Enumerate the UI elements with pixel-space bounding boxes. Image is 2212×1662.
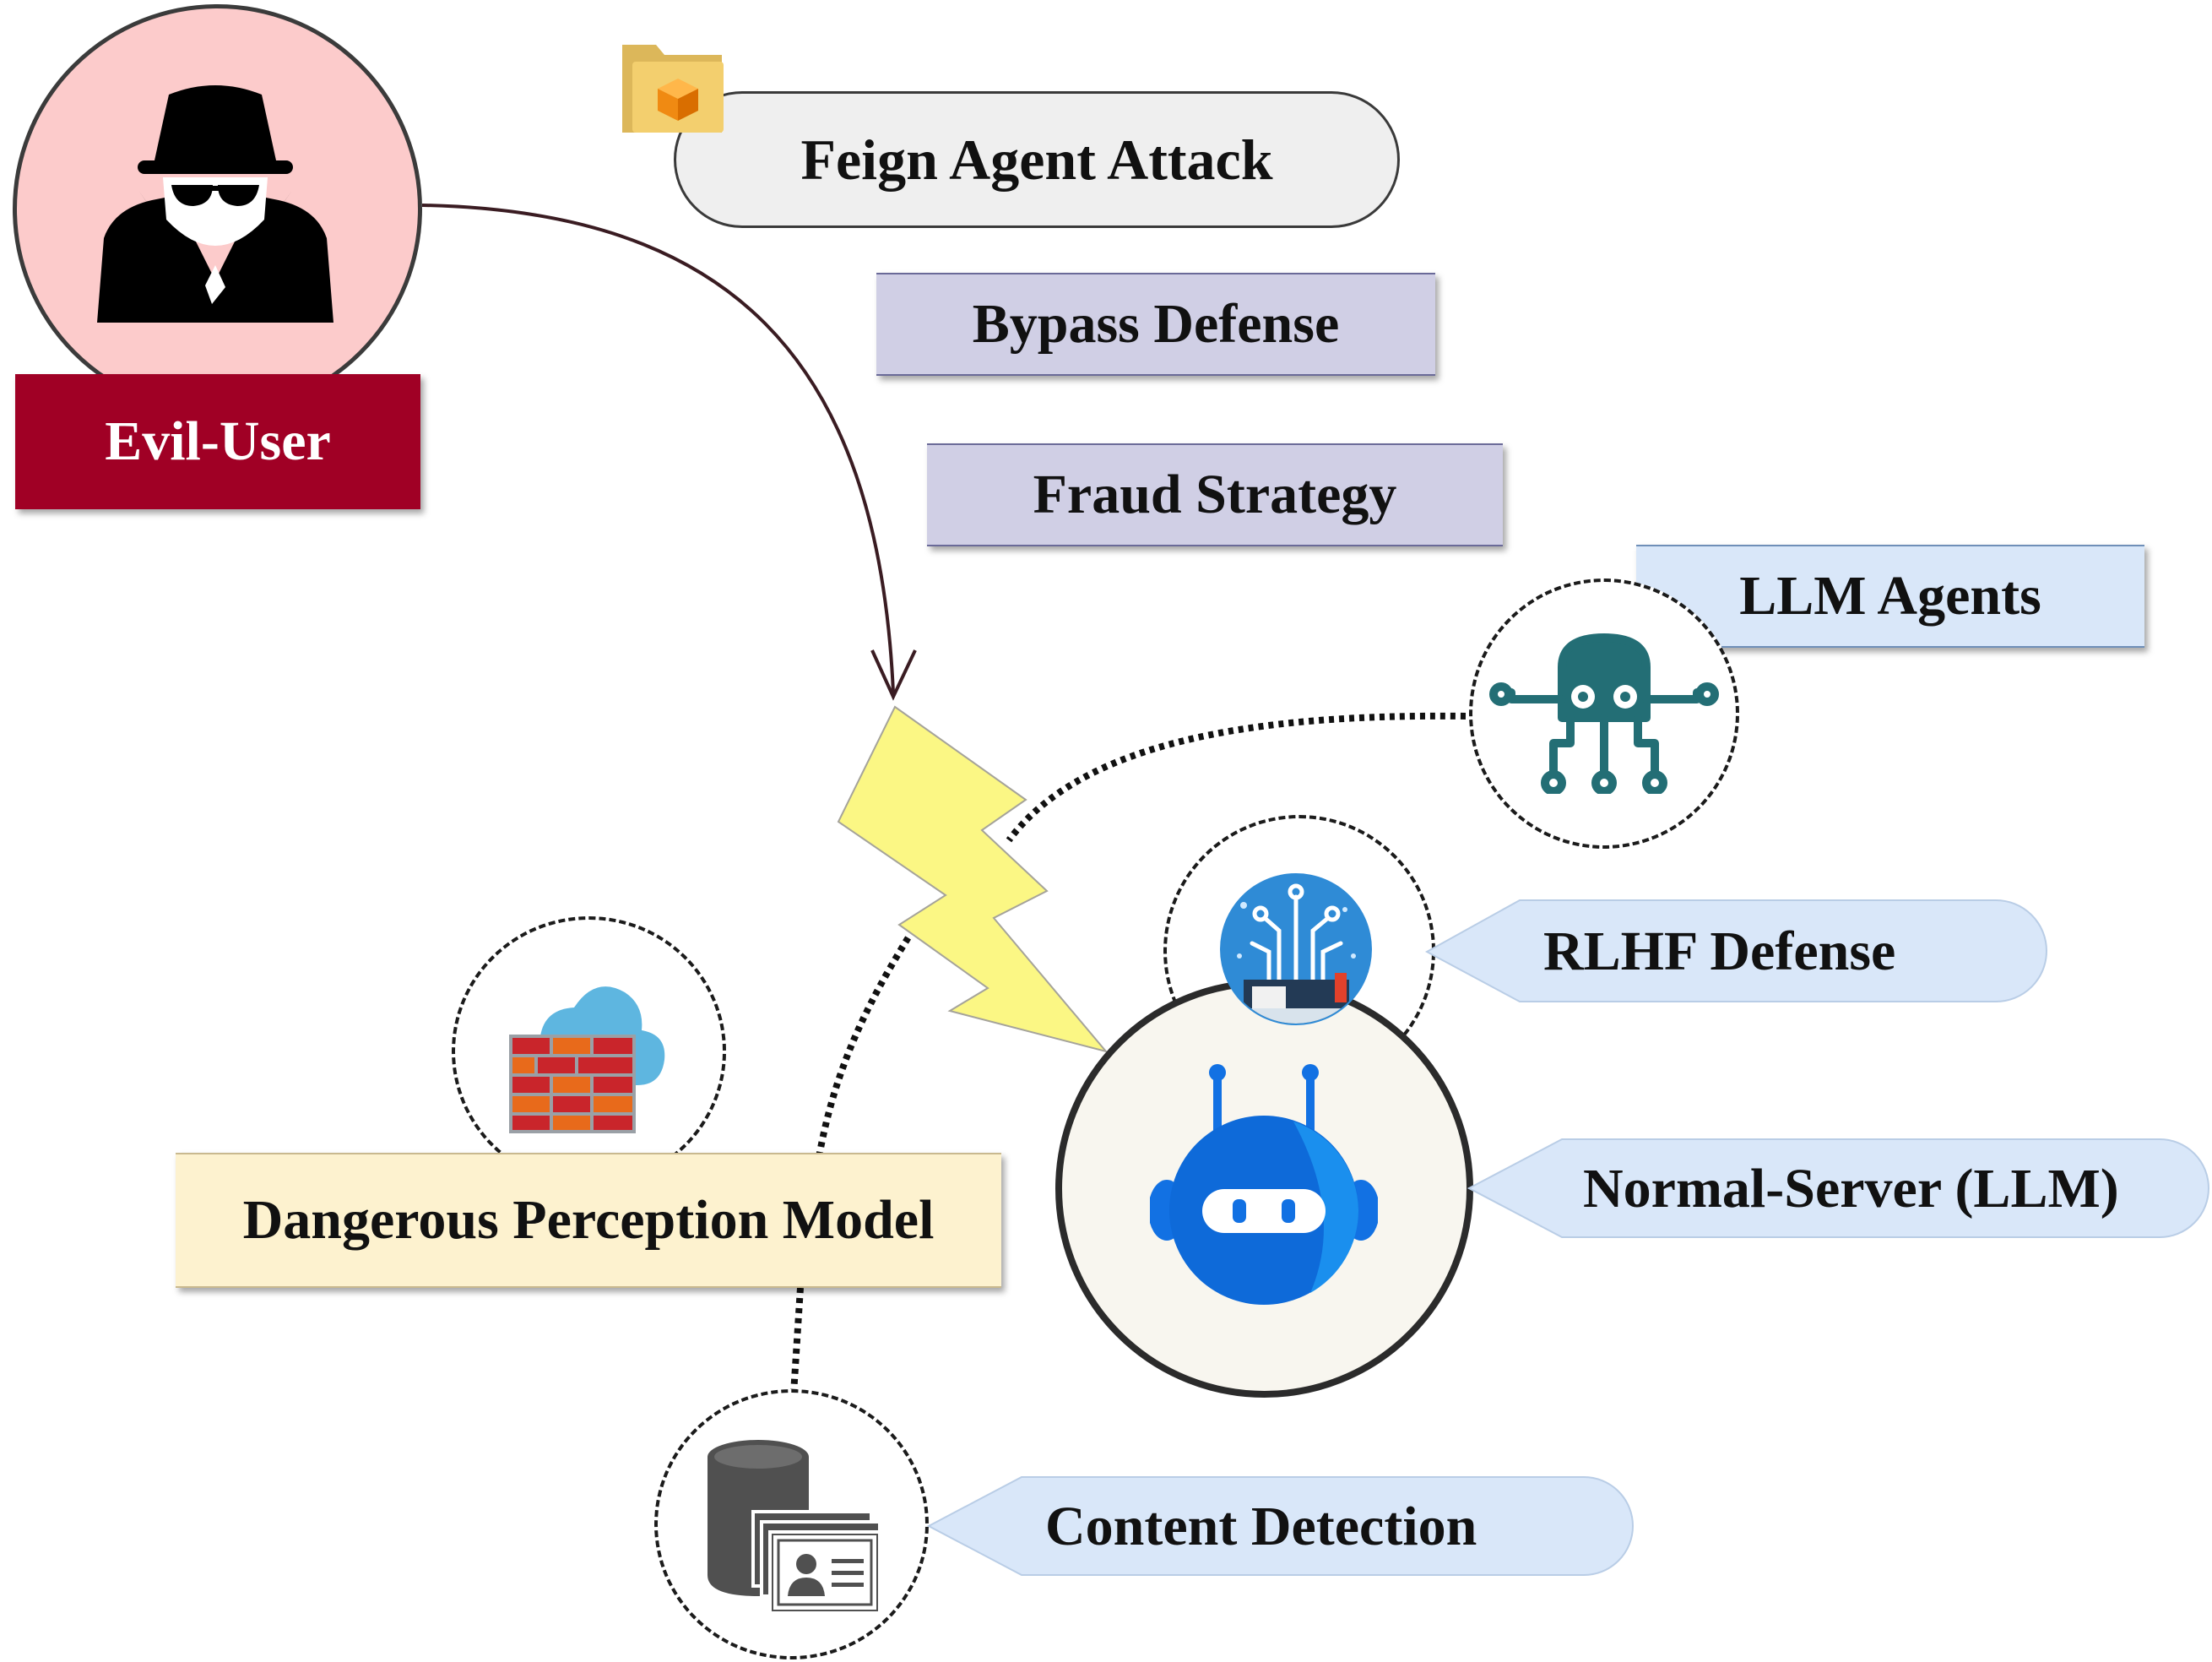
rlhf-defense-callout [1425, 899, 2048, 1002]
bypass-defense-box: Bypass Defense [876, 273, 1435, 376]
dangerous-perception-model-box: Dangerous Perception Model [176, 1153, 1001, 1288]
llm-agents-box: LLM Agents [1636, 545, 2144, 648]
attack-arrow [421, 204, 895, 693]
circuit-chip-icon [1220, 873, 1372, 1025]
content-detection-label: Content Detection [1045, 1495, 1477, 1557]
rlhf-defense-label: RLHF Defense [1543, 921, 1896, 982]
octopus-circuit-icon [1489, 633, 1719, 794]
feign-agent-attack-pill: Feign Agent Attack [674, 91, 1400, 228]
package-folder-icon [622, 45, 724, 133]
normal-server-label: Normal-Server (LLM) [1583, 1157, 2119, 1219]
attack-arrowhead [870, 649, 917, 701]
database-id-card-icon [708, 1440, 881, 1615]
cloud-firewall-icon [509, 986, 665, 1133]
agents-icon-circle [1469, 578, 1739, 849]
content-detection-callout [927, 1476, 1635, 1576]
robot-icon [1150, 1064, 1378, 1305]
model-link-lower [790, 1287, 804, 1394]
spy-icon [97, 85, 333, 323]
normal-server-callout [1467, 1138, 2210, 1238]
lightning-bolt-icon [837, 705, 1109, 1053]
agents-link [1006, 712, 1467, 843]
evil-user-label: Evil-User [15, 374, 420, 509]
fraud-strategy-box: Fraud Strategy [927, 443, 1503, 546]
